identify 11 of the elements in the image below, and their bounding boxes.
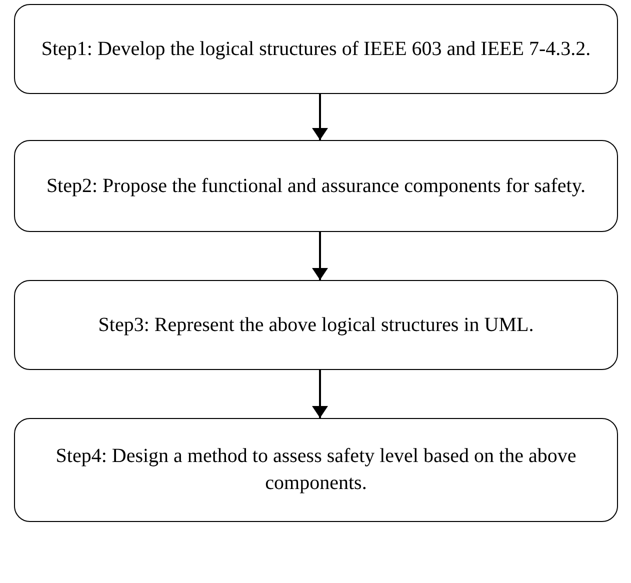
arrow <box>312 94 328 140</box>
step-text: Step4: Design a method to assess safety level based on the above components. <box>54 444 578 496</box>
process-box <box>14 418 618 522</box>
arrow <box>312 232 328 280</box>
arrow <box>312 370 328 418</box>
step-text: Step2: Propose the functional and assurance components for safety. <box>46 174 586 198</box>
step-text: Step3: Represent the above logical structures in UML. <box>98 312 534 338</box>
process-box <box>14 280 618 370</box>
step-text: Step1: Develop the logical structures of IEEE 603 and IEEE 7-4.3.2. <box>41 36 591 62</box>
process-box <box>14 140 618 232</box>
process-box <box>14 4 618 94</box>
